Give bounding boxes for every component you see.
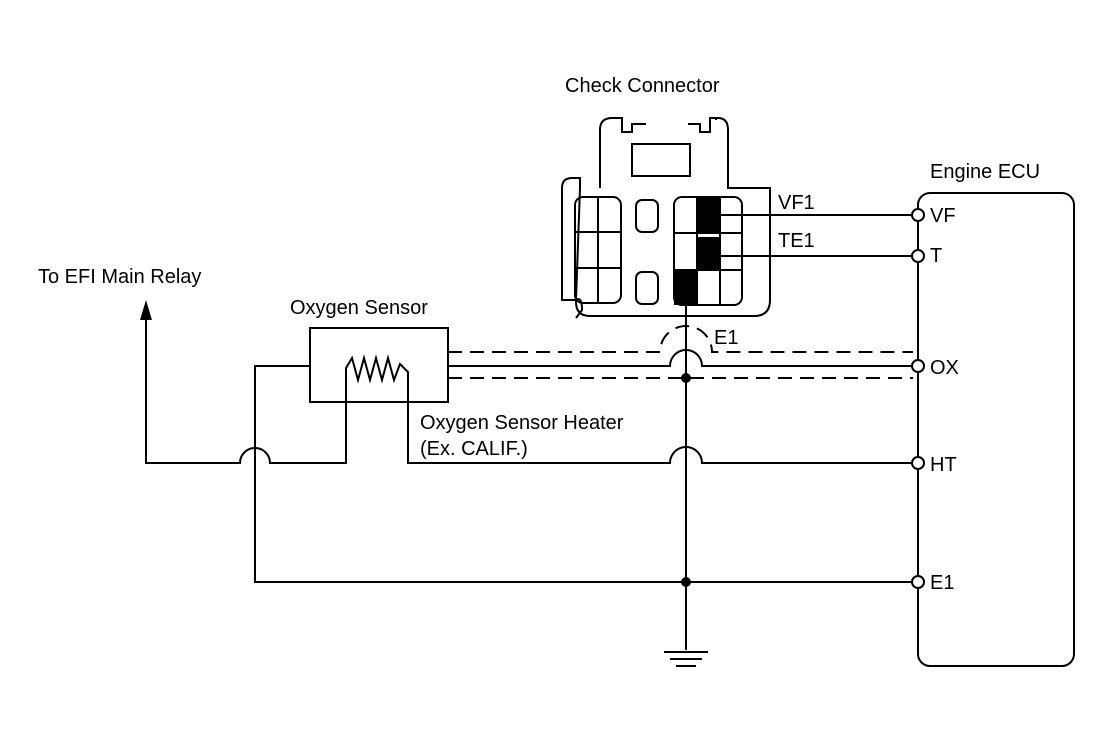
ecu-terminal-t	[911, 249, 925, 263]
connector-vf1-label: VF1	[778, 192, 815, 214]
ecu-terminal-ox-label: OX	[930, 357, 959, 379]
heater-element-zigzag	[345, 354, 409, 384]
connector-e1-label: E1	[714, 327, 738, 349]
relay-feed-wire	[145, 318, 347, 464]
e1-terminal-pin	[674, 270, 697, 305]
ox-shield-upper	[448, 325, 913, 353]
ecu-terminal-vf-label: VF	[930, 205, 956, 227]
engine-ecu-box	[917, 192, 1075, 667]
connector-te1-label: TE1	[778, 230, 815, 252]
check-connector-label: Check Connector	[565, 75, 720, 97]
heater-ht-wire	[407, 380, 913, 464]
sensor-ground-wire	[254, 365, 913, 583]
engine-ecu-label: Engine ECU	[930, 161, 1040, 183]
vf1-terminal-pin	[697, 197, 720, 233]
check-connector	[561, 117, 771, 319]
oxygen-sensor-box	[309, 327, 449, 403]
oxygen-sensor-label: Oxygen Sensor	[290, 297, 428, 319]
ecu-terminal-e1-label: E1	[930, 572, 954, 594]
e1-ground-junction	[681, 577, 691, 587]
oxygen-sensor-heater-label: Oxygen Sensor Heater	[420, 412, 624, 434]
te1-terminal-pin	[697, 237, 720, 270]
ecu-terminal-ox	[911, 359, 925, 373]
shield-ground-junction	[681, 373, 691, 383]
efi-main-relay-label: To EFI Main Relay	[38, 266, 201, 288]
ecu-terminal-ht-label: HT	[930, 454, 957, 476]
ground-icon	[664, 651, 708, 667]
heater-note-label: (Ex. CALIF.)	[420, 438, 528, 460]
relay-arrow-icon	[140, 300, 152, 320]
ecu-terminal-ht	[911, 456, 925, 470]
ecu-terminal-e1	[911, 575, 925, 589]
ecu-terminal-t-label: T	[930, 245, 942, 267]
ecu-terminal-vf	[911, 208, 925, 222]
